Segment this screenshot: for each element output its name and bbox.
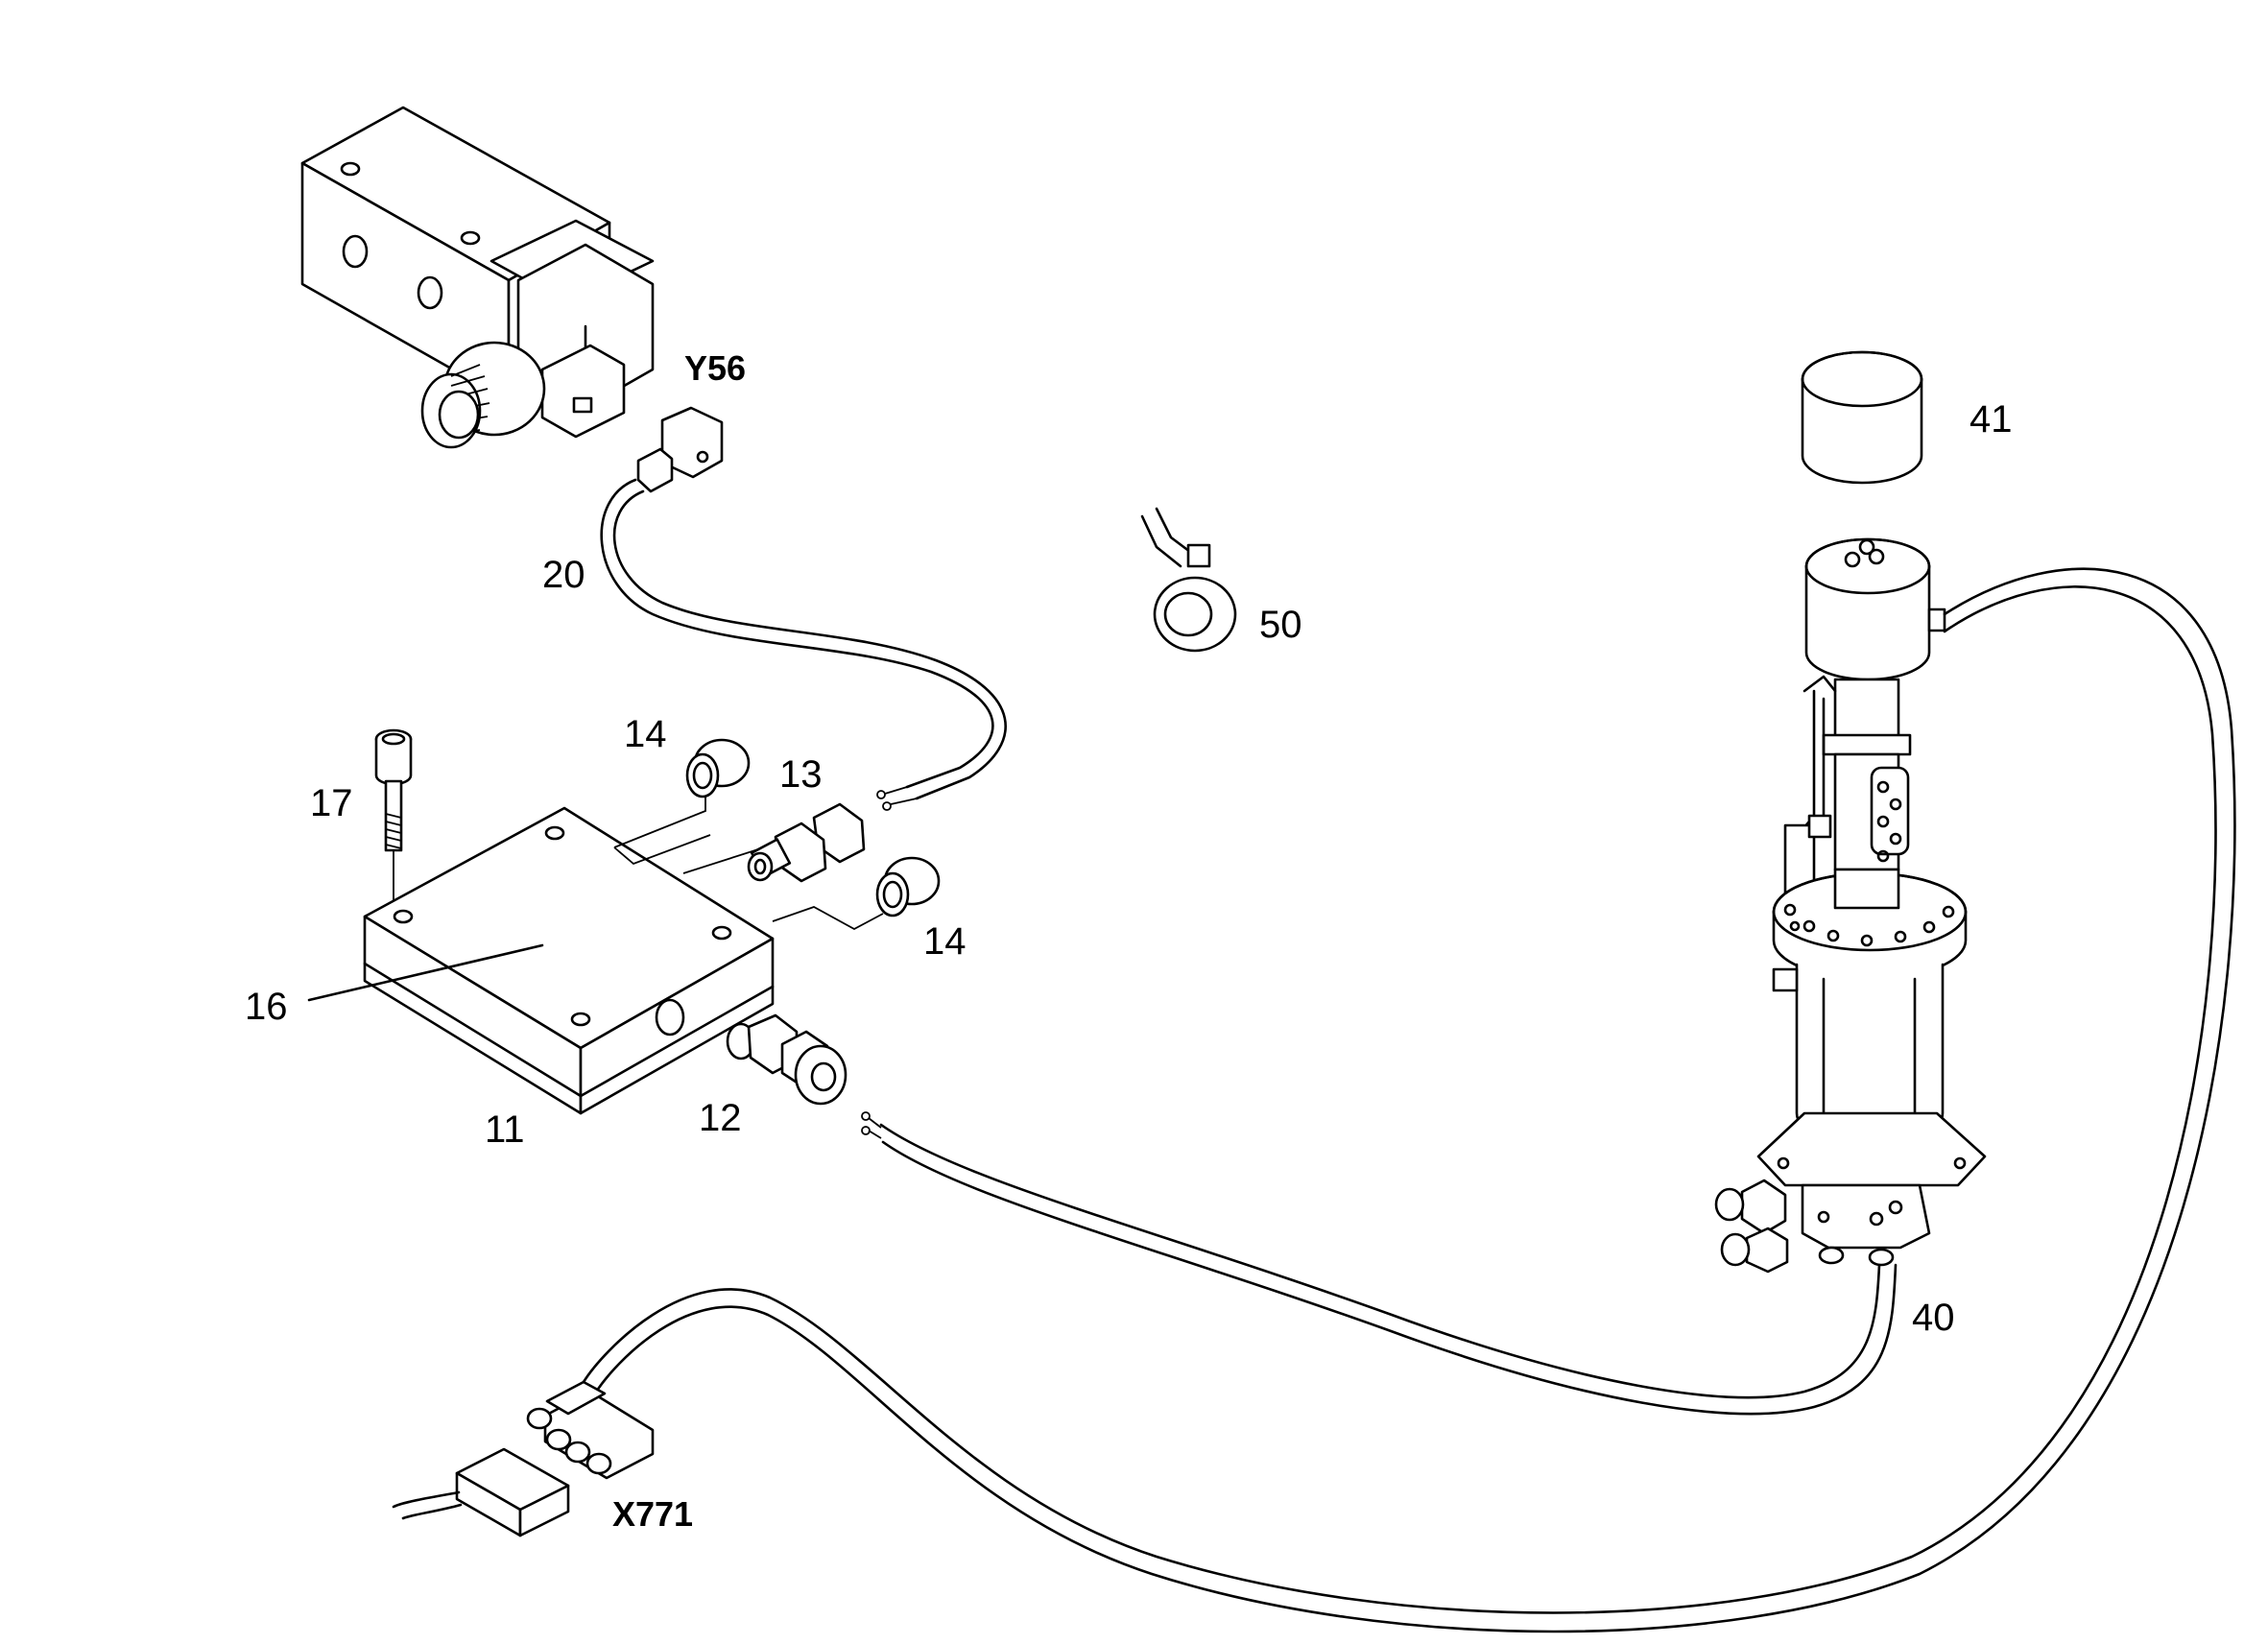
label-40: 40 — [1912, 1297, 1955, 1339]
label-x771: X771 — [612, 1494, 693, 1534]
label-41: 41 — [1970, 398, 2013, 441]
cable-tie-50 — [1140, 507, 1237, 653]
label-12: 12 — [699, 1097, 742, 1139]
label-16: 16 — [245, 986, 288, 1028]
label-14-upper: 14 — [624, 713, 667, 755]
label-11: 11 — [485, 1108, 525, 1151]
label-50: 50 — [1259, 604, 1302, 646]
distributor-block — [307, 797, 884, 1115]
pump-40 — [1714, 537, 1987, 1274]
label-y56: Y56 — [684, 348, 746, 388]
label-14-lower: 14 — [923, 920, 967, 963]
label-17: 17 — [310, 782, 353, 824]
cable-12-to-40 — [861, 1111, 1898, 1416]
screw-17 — [374, 728, 413, 904]
label-20: 20 — [542, 554, 585, 596]
connector-x771 — [392, 1380, 655, 1537]
fitting-12 — [726, 1013, 848, 1106]
solenoid-valve — [300, 106, 655, 449]
plug-14-lower — [875, 856, 941, 917]
plug-14-upper — [685, 738, 751, 798]
cap-41 — [1801, 350, 1923, 485]
cable-40-to-x771 — [582, 567, 2236, 1633]
fitting-13 — [747, 802, 866, 883]
cable-20 — [600, 406, 1007, 811]
label-13: 13 — [779, 753, 823, 796]
